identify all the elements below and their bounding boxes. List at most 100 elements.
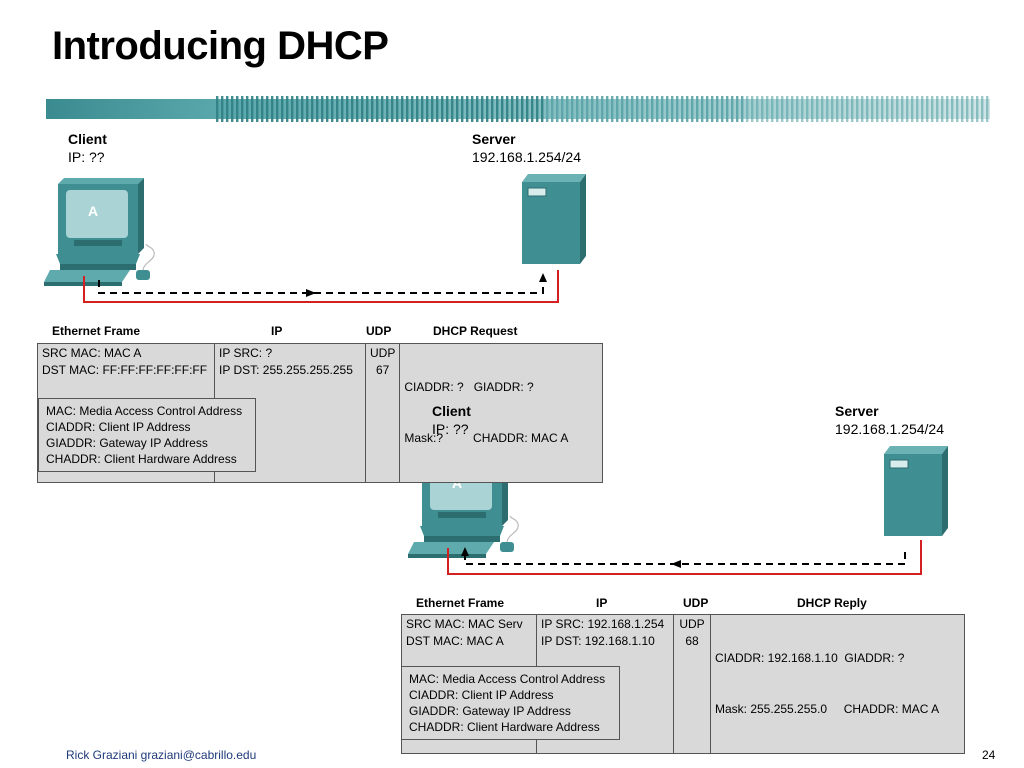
banner-bar: [986, 96, 989, 122]
reply-server-label: Server: [835, 403, 879, 419]
reply-server-icon: [883, 445, 949, 537]
banner-bar: [716, 96, 719, 122]
banner-bar: [621, 96, 624, 122]
banner-bar: [951, 96, 954, 122]
banner-bar: [941, 96, 944, 122]
request-mid-arrow: [306, 289, 316, 297]
reply-pc-letter: A: [452, 475, 463, 491]
slide-title: Introducing DHCP: [52, 24, 389, 68]
request-header-ip: IP: [271, 324, 283, 338]
banner-bar: [391, 96, 394, 122]
banner-bar: [461, 96, 464, 122]
banner-bar: [511, 96, 514, 122]
request-legend: MAC: Media Access Control Address CIADDR…: [38, 398, 256, 472]
banner-bar: [866, 96, 869, 122]
banner-bar: [256, 96, 259, 122]
reply-legend-item: CHADDR: Client Hardware Address: [409, 720, 600, 734]
banner-bar: [616, 96, 619, 122]
reply-dhcp-cell: CIADDR: 192.168.1.10 GIADDR: ? Mask: 255…: [710, 614, 965, 754]
banner-bar: [886, 96, 889, 122]
banner-bar: [281, 96, 284, 122]
request-ip-src: IP SRC: ?: [219, 346, 273, 360]
banner-bar: [426, 96, 429, 122]
banner-bar: [351, 96, 354, 122]
banner-bar: [521, 96, 524, 122]
banner-bar: [971, 96, 974, 122]
banner-bar: [556, 96, 559, 122]
banner-bar: [911, 96, 914, 122]
reply-header-ip: IP: [596, 596, 608, 610]
banner-bar: [326, 96, 329, 122]
banner-bar: [321, 96, 324, 122]
banner-bar: [816, 96, 819, 122]
banner-bar: [221, 96, 224, 122]
banner-bar: [291, 96, 294, 122]
banner-bar: [371, 96, 374, 122]
request-header-udp: UDP: [366, 324, 392, 338]
banner-bar: [381, 96, 384, 122]
banner-bar: [581, 96, 584, 122]
banner-bar: [756, 96, 759, 122]
banner-bar: [646, 96, 649, 122]
banner-bar: [651, 96, 654, 122]
request-end-arrow: [539, 273, 547, 282]
banner-bar: [921, 96, 924, 122]
banner-bar: [311, 96, 314, 122]
banner-bar: [636, 96, 639, 122]
request-server-ip: 192.168.1.254/24: [472, 149, 581, 165]
banner-bar: [336, 96, 339, 122]
banner-bar: [261, 96, 264, 122]
request-udp-label: UDP: [370, 346, 396, 360]
banner-bar: [361, 96, 364, 122]
banner-bar: [656, 96, 659, 122]
banner-bar: [251, 96, 254, 122]
banner-bar: [906, 96, 909, 122]
reply-eth-src: SRC MAC: MAC Serv: [406, 617, 523, 631]
banner-bar: [831, 96, 834, 122]
banner-bar: [961, 96, 964, 122]
request-udp-port: 67: [375, 363, 390, 377]
reply-dashed-path: [464, 548, 906, 565]
banner-bar: [301, 96, 304, 122]
banner-bar: [786, 96, 789, 122]
request-dhcp-line1: CIADDR: ? GIADDR: ?: [404, 380, 534, 394]
banner-bar: [296, 96, 299, 122]
banner-bar: [631, 96, 634, 122]
banner-bar: [851, 96, 854, 122]
banner-bar: [481, 96, 484, 122]
reply-udp-port: 68: [685, 634, 699, 648]
banner-bar: [406, 96, 409, 122]
banner-bar: [891, 96, 894, 122]
banner-bar: [266, 96, 269, 122]
banner-bar: [981, 96, 984, 122]
banner-bar: [686, 96, 689, 122]
banner-bar: [456, 96, 459, 122]
banner-bar: [356, 96, 359, 122]
banner-bar: [226, 96, 229, 122]
request-eth-src: SRC MAC: MAC A: [42, 346, 142, 360]
banner-bar: [591, 96, 594, 122]
banner-bar: [486, 96, 489, 122]
banner-bar: [341, 96, 344, 122]
banner-bar: [611, 96, 614, 122]
banner-bar: [466, 96, 469, 122]
banner-bar: [936, 96, 939, 122]
banner-bar: [696, 96, 699, 122]
banner-bar: [836, 96, 839, 122]
banner-bar: [666, 96, 669, 122]
banner-bar: [366, 96, 369, 122]
title-banner: [46, 96, 990, 122]
banner-bar: [876, 96, 879, 122]
banner-bar: [606, 96, 609, 122]
banner-bar: [331, 96, 334, 122]
banner-bar: [236, 96, 239, 122]
request-legend-item: CHADDR: Client Hardware Address: [46, 452, 237, 466]
banner-bar: [681, 96, 684, 122]
request-client-ip: IP: ??: [68, 149, 105, 165]
banner-bar: [801, 96, 804, 122]
reply-legend-item: CIADDR: Client IP Address: [409, 688, 554, 702]
banner-bar: [551, 96, 554, 122]
banner-bar: [821, 96, 824, 122]
reply-udp-label: UDP: [679, 617, 705, 631]
